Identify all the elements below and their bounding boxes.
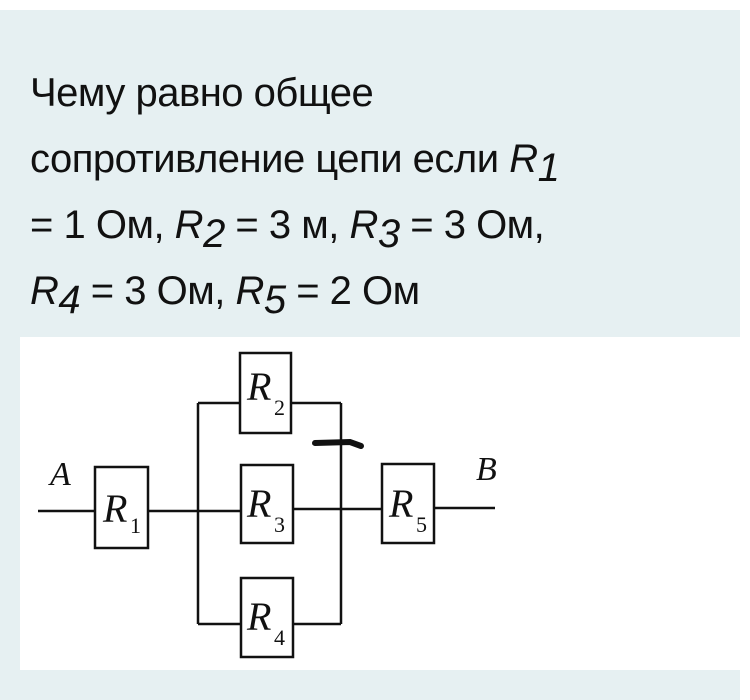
circuit-diagram: A B R 1 R 2 R 3 R 4 R 5 [20, 337, 740, 670]
question-line-2-text: сопротивление цепи если [30, 137, 510, 181]
r5-label-sub: 5 [416, 512, 427, 537]
question-line-3: = 1 Ом, R2 = 3 м, R3 = 3 Ом, [30, 192, 730, 258]
r5-value: = 2 Ом [285, 269, 420, 313]
r2-symbol: R2 [174, 203, 226, 254]
r3-label-sub: 3 [274, 512, 285, 537]
r2-label-sub: 2 [274, 395, 285, 420]
r3-box [239, 463, 295, 545]
r1-value: = 1 Ом, [30, 203, 175, 247]
r2-subscript: 2 [203, 211, 225, 256]
r4-value: = 3 Ом, [80, 269, 236, 313]
circuit-svg: A B R 1 R 2 R 3 R 4 R 5 [38, 351, 497, 659]
r5-subscript: 5 [263, 277, 286, 322]
question-line-1: Чему равно общее [30, 60, 730, 126]
r1-letter: R [509, 137, 538, 181]
r4-symbol: R4 [30, 269, 81, 320]
r4-subscript: 4 [58, 277, 81, 322]
r2-value: = 3 м, [224, 203, 350, 247]
r5-label: R [388, 481, 413, 526]
question-line-1-text: Чему равно общее [30, 71, 374, 115]
r3-label: R [246, 481, 271, 526]
r1-symbol: R1 [509, 137, 560, 188]
r1-box [93, 465, 150, 550]
r3-symbol: R3 [349, 203, 400, 254]
r4-letter: R [30, 269, 59, 313]
question-line-2: сопротивление цепи если R1 [30, 126, 730, 192]
terminal-a-label: A [48, 456, 71, 493]
r1-label: R [102, 486, 127, 531]
r2-box [238, 351, 293, 435]
r1-subscript: 1 [537, 145, 560, 190]
r3-subscript: 3 [377, 211, 400, 256]
r2-label: R [246, 364, 271, 409]
r3-value: = 3 Ом, [399, 203, 545, 247]
r5-symbol: R5 [235, 269, 286, 320]
terminal-b-label: B [476, 451, 497, 488]
r4-label-sub: 4 [274, 625, 285, 650]
r1-label-sub: 1 [130, 513, 141, 538]
r5-box [380, 462, 436, 545]
r5-letter: R [235, 269, 264, 313]
r2-letter: R [174, 203, 204, 247]
question-line-4: R4 = 3 Ом, R5 = 2 Ом [30, 258, 730, 324]
pen-mark [312, 438, 364, 449]
question-text: Чему равно общее сопротивление цепи если… [30, 60, 730, 324]
r3-letter: R [349, 203, 378, 247]
r4-box [239, 576, 295, 659]
wires [38, 351, 495, 659]
r4-label: R [246, 594, 271, 639]
